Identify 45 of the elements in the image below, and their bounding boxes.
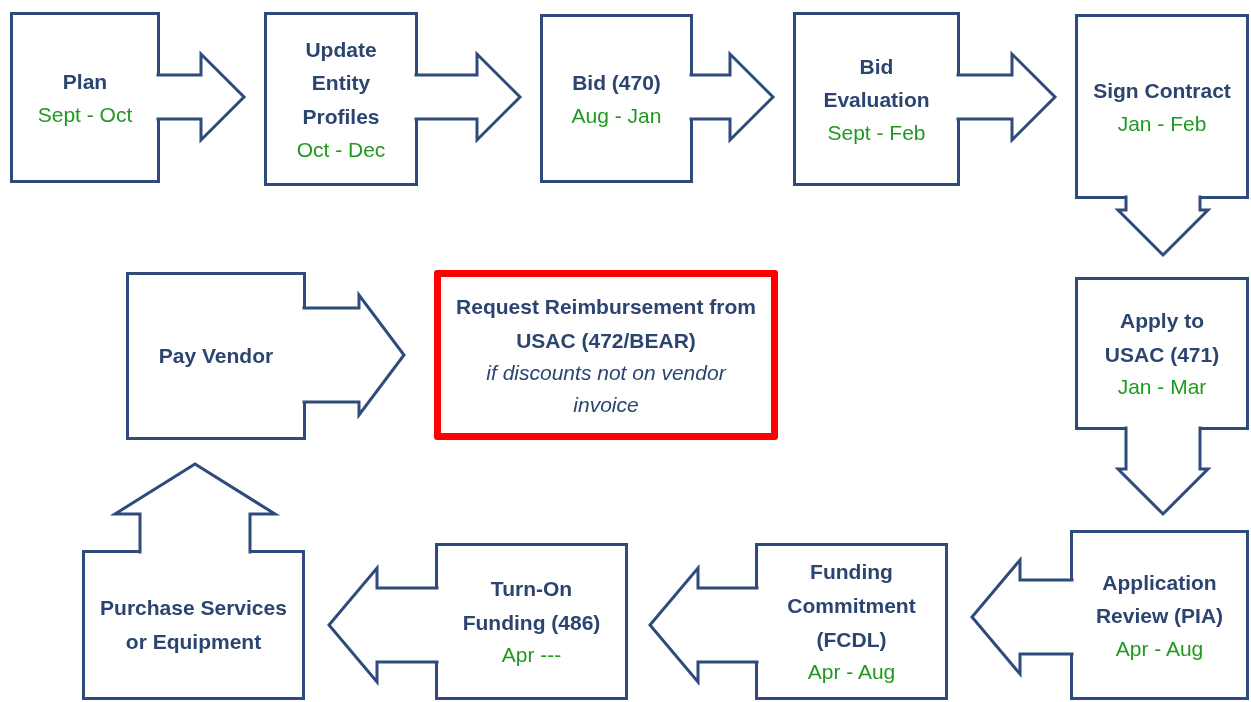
block-arrow xyxy=(155,50,247,144)
block-arrow xyxy=(1114,425,1212,517)
date-range: Sept - Feb xyxy=(827,119,926,146)
date-range: Sept - Oct xyxy=(37,101,133,128)
process-box xyxy=(1075,14,1249,199)
block-arrow xyxy=(413,50,523,144)
highlighted-box xyxy=(434,270,778,440)
step-title: Bid (470) xyxy=(572,69,661,96)
step-title: Application Review (PIA) xyxy=(1094,569,1225,630)
block-arrow xyxy=(970,555,1075,679)
step-title: Request Reimbursement from USAC (472/BEAR) xyxy=(455,293,757,354)
process-box xyxy=(10,12,160,183)
process-box xyxy=(755,543,948,700)
step-title: Turn-On Funding (486) xyxy=(461,576,602,636)
step-title: Funding Commitment (FCDL) xyxy=(786,559,917,653)
process-box xyxy=(264,12,418,186)
date-range: Oct - Dec xyxy=(296,136,386,163)
block-arrow xyxy=(301,290,406,420)
date-range: Apr --- xyxy=(501,642,562,669)
process-box xyxy=(1075,277,1249,430)
date-range: Jan - Mar xyxy=(1117,374,1207,401)
step-title: Plan xyxy=(62,68,108,95)
step-title: Sign Contract xyxy=(1093,77,1231,104)
process-box xyxy=(1070,530,1249,700)
block-arrow xyxy=(1114,194,1212,258)
step-title: Purchase Services or Equipment xyxy=(99,595,288,655)
process-box xyxy=(540,14,693,183)
date-range: Apr - Aug xyxy=(807,659,896,686)
process-box xyxy=(435,543,628,700)
date-range: Aug - Jan xyxy=(571,102,662,129)
process-box xyxy=(126,272,306,440)
block-arrow xyxy=(955,50,1058,144)
block-arrow xyxy=(688,50,776,144)
date-range: Apr - Aug xyxy=(1115,635,1204,662)
step-title: Pay Vendor xyxy=(158,343,274,370)
step-title: Apply to USAC (471) xyxy=(1103,308,1221,368)
block-arrow xyxy=(648,563,760,687)
block-arrow xyxy=(109,462,281,555)
date-range: Jan - Feb xyxy=(1117,110,1207,137)
process-box xyxy=(82,550,305,700)
process-box xyxy=(793,12,960,186)
step-title: Update Entity Profiles xyxy=(301,36,381,131)
note-text: if discounts not on vendor invoice xyxy=(485,360,728,418)
block-arrow xyxy=(327,563,440,687)
step-title: Bid Evaluation xyxy=(822,53,931,114)
